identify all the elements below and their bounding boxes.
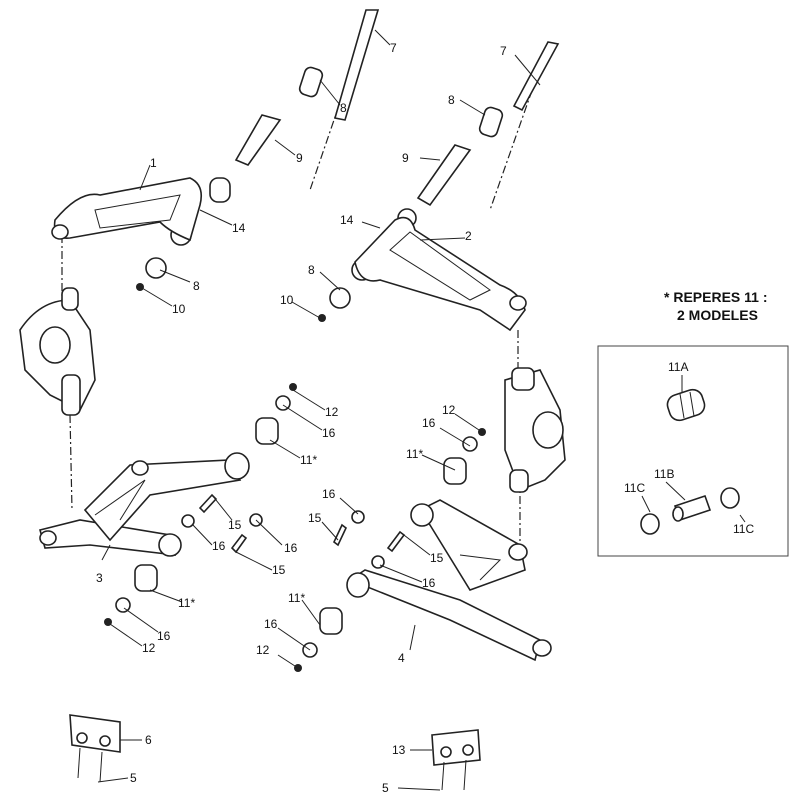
right-hub-carrier	[504, 367, 566, 493]
callout: 5	[382, 781, 389, 795]
callout: 8	[448, 93, 455, 107]
callout: 10	[172, 302, 186, 316]
callout: 9	[296, 151, 303, 165]
callout: 11*	[288, 591, 305, 605]
callout: 8	[308, 263, 315, 277]
callout: 16	[212, 539, 226, 553]
callout: 10	[280, 293, 294, 307]
callout: 15	[272, 563, 286, 577]
callout: 7	[390, 41, 397, 55]
callout: 16	[157, 629, 171, 643]
callout: 12	[256, 643, 270, 657]
callout: 5	[130, 771, 137, 785]
callout: 12	[325, 405, 339, 419]
callout: 12	[142, 641, 156, 655]
callout: 16	[284, 541, 298, 555]
callout: 15	[430, 551, 444, 565]
upper-arm-1	[51, 177, 203, 242]
callout: 15	[308, 511, 322, 525]
callout: 15	[228, 518, 242, 532]
leader-lines	[97, 29, 541, 791]
callout: 16	[422, 416, 436, 430]
lower-arm-4	[346, 499, 552, 662]
callout: 13	[392, 743, 406, 757]
callout: 14	[232, 221, 246, 235]
callout: 9	[402, 151, 409, 165]
note-line-1: * REPERES 11 :	[664, 289, 768, 305]
callout: 11*	[178, 596, 195, 610]
callout: 3	[96, 571, 103, 585]
callout: 7	[500, 44, 507, 58]
callout: 1	[150, 156, 157, 170]
callout: 11*	[300, 453, 317, 467]
callout: 6	[145, 733, 152, 747]
note-line-2: 2 MODELES	[677, 307, 758, 323]
bracket-13	[431, 729, 481, 791]
callout: 12	[442, 403, 456, 417]
callout: 16	[322, 426, 336, 440]
callout-labels: 7 8 9 1 14 8 10 7 8 9 14 2 8 10 12 16 11…	[96, 41, 507, 795]
callout: 2	[465, 229, 472, 243]
callout: 11*	[406, 447, 423, 461]
callout: 14	[340, 213, 354, 227]
bushing-hardware	[104, 383, 486, 672]
callout: 8	[193, 279, 200, 293]
callout: 8	[340, 101, 347, 115]
inset-label-11c-left: 11C	[624, 481, 645, 495]
left-hub-carrier	[19, 287, 96, 416]
callout: 16	[264, 617, 278, 631]
upper-arm-2	[354, 216, 527, 332]
callout: 16	[422, 576, 436, 590]
lower-arm-3	[39, 452, 250, 557]
inset-label-11c-right: 11C	[733, 522, 754, 536]
callout: 16	[322, 487, 336, 501]
inset-label-11a: 11A	[668, 360, 688, 374]
inset-bushing-models: 11A 11B 11C 11C	[597, 345, 789, 557]
callout: 4	[398, 651, 405, 665]
inset-label-11b: 11B	[654, 467, 674, 481]
upper-left-pin-set	[136, 9, 380, 291]
bracket-6	[69, 714, 121, 783]
